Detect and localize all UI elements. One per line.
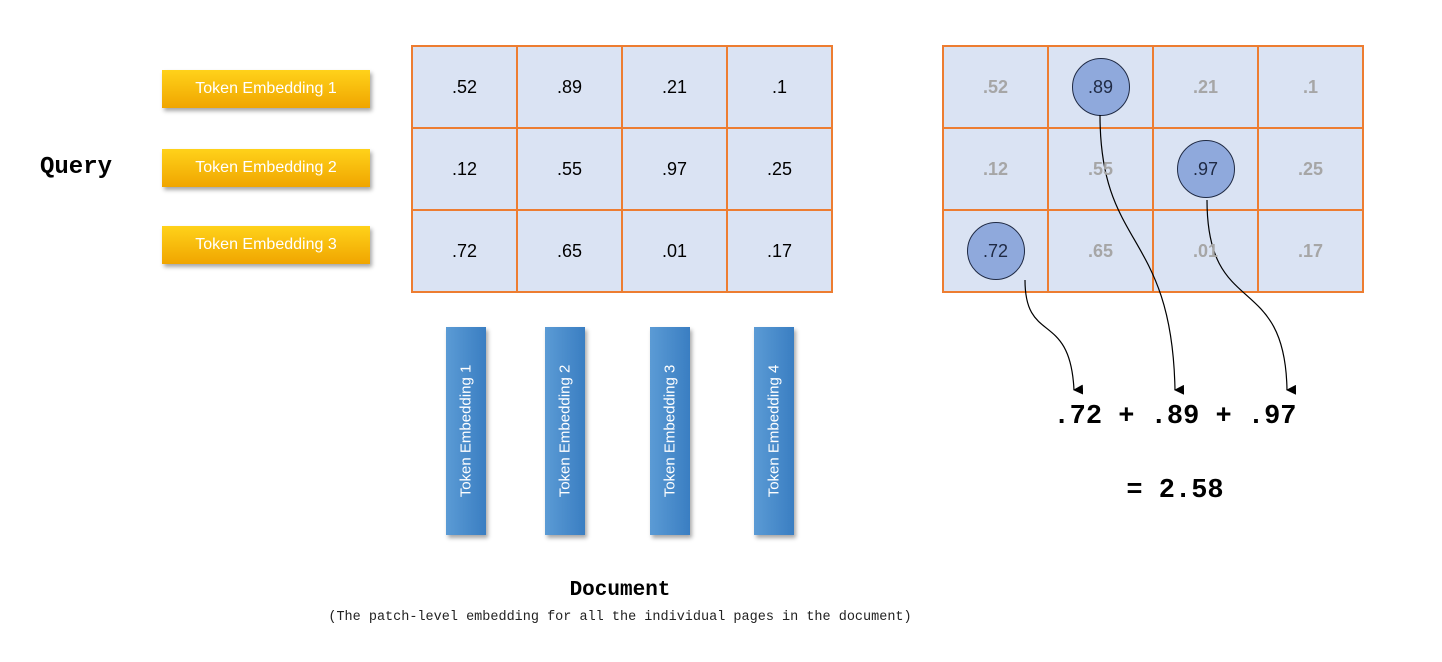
max-sim-cell: .52: [942, 45, 1049, 129]
max-sim-cell: .17: [1257, 209, 1364, 293]
matrix-cell: .65: [516, 209, 623, 293]
sum-expression: .72 + .89 + .97: [1053, 402, 1297, 432]
highlight-circle: [1176, 140, 1235, 198]
document-title: Document: [569, 579, 671, 602]
query-label: Query: [40, 154, 113, 181]
document-subtitle: (The patch-level embedding for all the i…: [328, 610, 912, 625]
arrow-072: [1024, 279, 1084, 395]
max-sim-cell-highlighted: .89: [1047, 45, 1154, 129]
max-sim-cell-highlighted: .72: [942, 209, 1049, 293]
max-sim-cell: .01: [1152, 209, 1259, 293]
matrix-cell: .21: [621, 45, 728, 129]
similarity-matrix: .52 .89 .21 .1 .12 .55 .97 .25 .72 .65 .…: [411, 45, 833, 293]
document-token-embedding-3: Token Embedding 3: [650, 327, 690, 535]
matrix-cell: .1: [726, 45, 833, 129]
matrix-cell: .72: [411, 209, 518, 293]
matrix-cell: .55: [516, 127, 623, 211]
max-sim-cell: .25: [1257, 127, 1364, 211]
document-token-embedding-2: Token Embedding 2: [545, 327, 585, 535]
max-sim-cell: .12: [942, 127, 1049, 211]
sum-total: = 2.58: [1126, 476, 1224, 506]
matrix-cell: .17: [726, 209, 833, 293]
max-sim-cell: .21: [1152, 45, 1259, 129]
matrix-cell: .52: [411, 45, 518, 129]
highlight-circle: [966, 222, 1025, 280]
highlight-circle: [1071, 58, 1130, 116]
max-sim-cell: .55: [1047, 127, 1154, 211]
document-token-embedding-1: Token Embedding 1: [446, 327, 486, 535]
max-sim-matrix: .52 .89 .21 .1 .12 .55 .97 .25 .72 .65 .…: [942, 45, 1364, 293]
document-token-embedding-4: Token Embedding 4: [754, 327, 794, 535]
matrix-cell: .01: [621, 209, 728, 293]
query-token-embedding-3: Token Embedding 3: [162, 226, 370, 264]
query-token-embedding-2: Token Embedding 2: [162, 149, 370, 187]
max-sim-cell-highlighted: .97: [1152, 127, 1259, 211]
matrix-cell: .25: [726, 127, 833, 211]
query-token-embedding-1: Token Embedding 1: [162, 70, 370, 108]
max-sim-cell: .1: [1257, 45, 1364, 129]
max-sim-cell: .65: [1047, 209, 1154, 293]
matrix-cell: .89: [516, 45, 623, 129]
matrix-cell: .97: [621, 127, 728, 211]
matrix-cell: .12: [411, 127, 518, 211]
